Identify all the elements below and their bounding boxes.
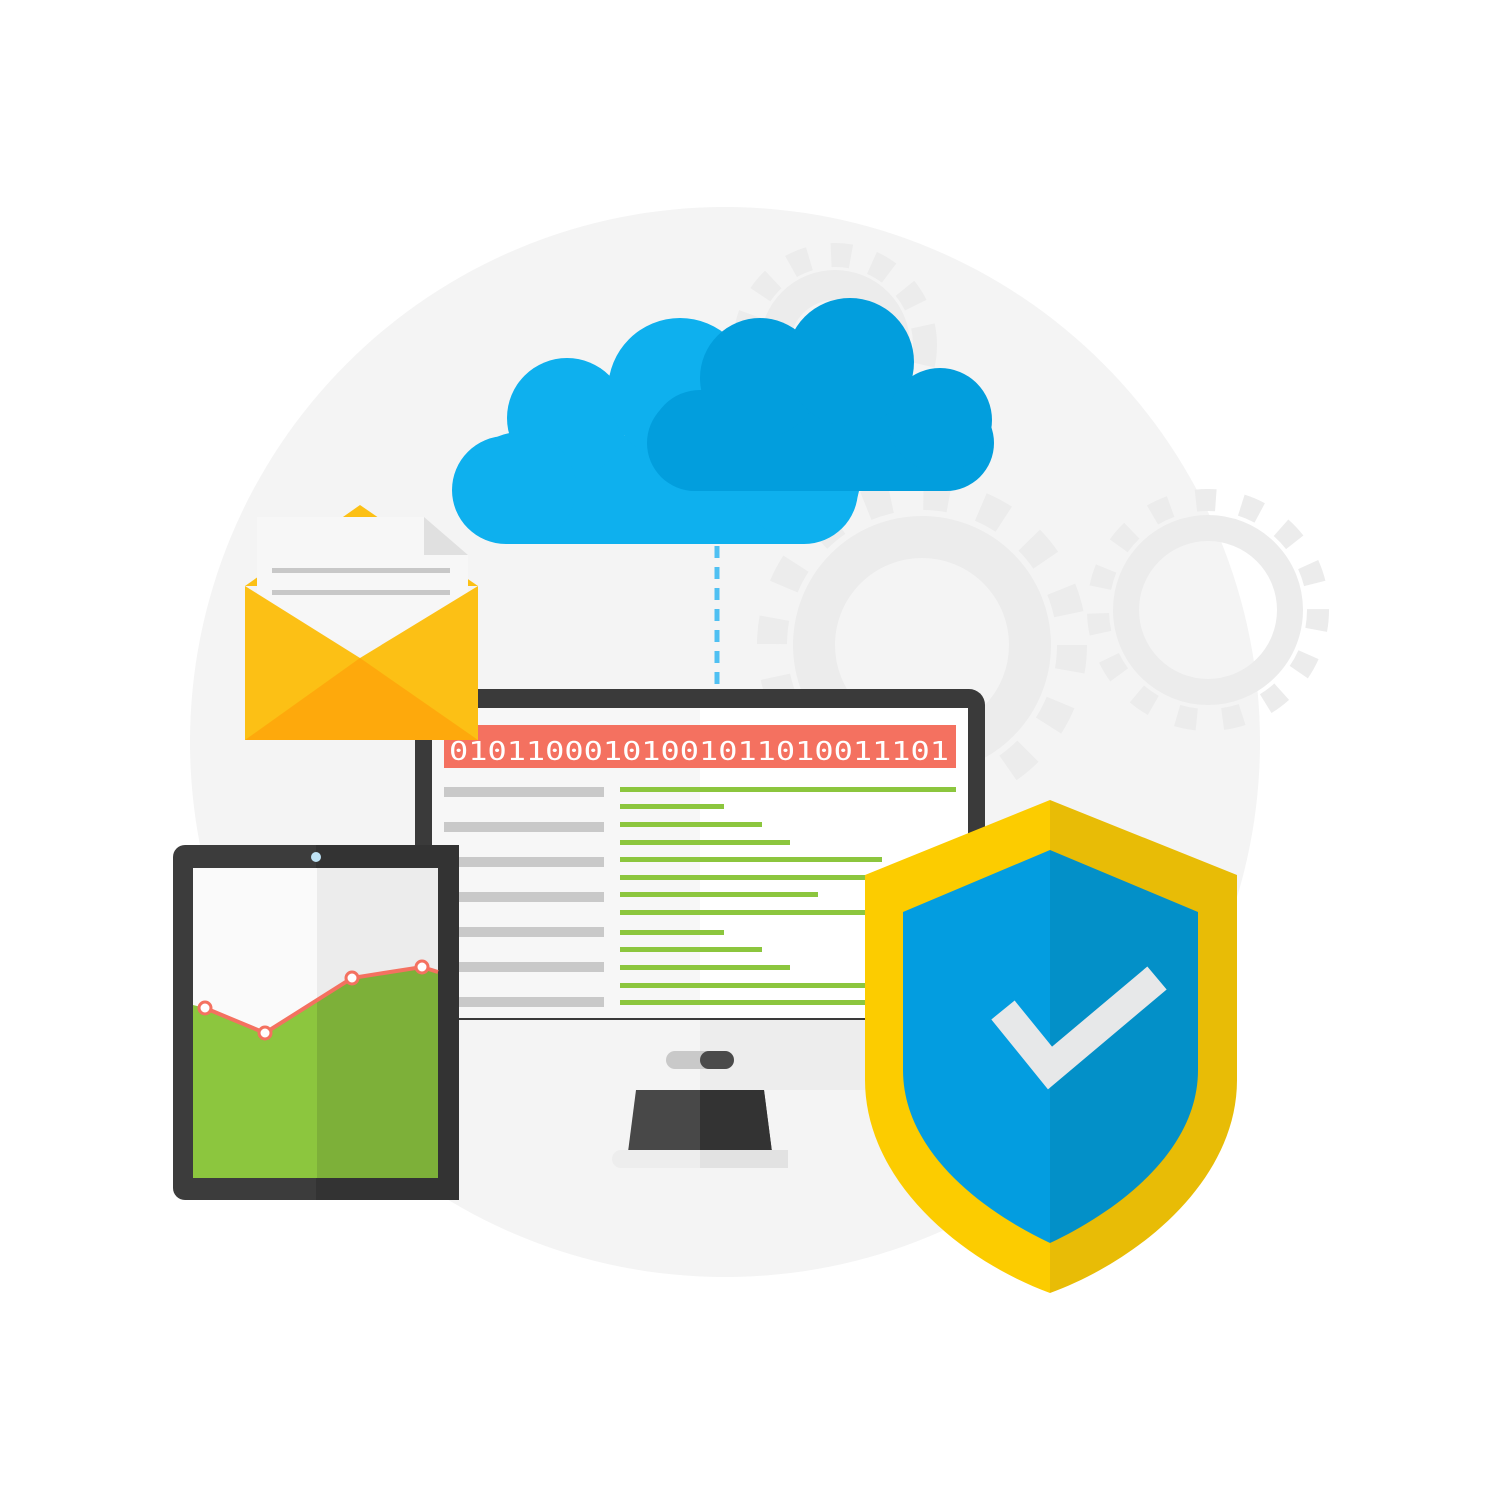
grey-line <box>444 927 604 937</box>
green-line <box>620 892 818 897</box>
gear-icon-right <box>1087 489 1329 731</box>
green-line <box>620 983 870 988</box>
tablet-camera <box>311 852 321 862</box>
monitor-stand-shade <box>700 1090 772 1152</box>
green-line <box>620 857 882 862</box>
green-line <box>620 910 870 915</box>
cloud-icon <box>452 298 994 544</box>
chart-point <box>257 1025 273 1041</box>
green-line <box>620 875 870 880</box>
security-shield-icon <box>865 800 1237 1293</box>
tablet-icon <box>173 845 459 1200</box>
grey-line <box>444 892 604 902</box>
green-line <box>620 930 724 935</box>
letter-paper <box>257 517 468 640</box>
green-line <box>620 840 790 845</box>
grey-line <box>444 822 604 832</box>
paper-line <box>272 590 450 595</box>
monitor-button-dark <box>700 1051 734 1069</box>
binary-bar <box>444 725 956 768</box>
paper-line <box>272 568 450 573</box>
grey-line <box>444 997 604 1007</box>
green-line <box>620 965 790 970</box>
chart-point <box>197 1000 213 1016</box>
chart-area-right <box>317 967 438 1178</box>
green-line <box>620 822 762 827</box>
cloud-front <box>647 298 994 491</box>
chart-area-left <box>193 1000 317 1178</box>
green-line <box>620 947 762 952</box>
shield-inner-right <box>1050 850 1198 1243</box>
chart-point <box>414 959 430 975</box>
checkmark-icon <box>991 966 1167 1090</box>
monitor-base-shade <box>700 1150 788 1168</box>
envelope-icon <box>245 505 478 740</box>
chart-point <box>344 970 360 986</box>
green-line-list <box>620 787 956 1005</box>
shield-inner-left <box>903 850 1050 1243</box>
green-line <box>620 804 724 809</box>
green-line <box>620 787 956 792</box>
green-line <box>620 1000 870 1005</box>
envelope-bottom-flap <box>245 658 478 740</box>
grey-line-list <box>444 787 604 1007</box>
grey-line <box>444 857 604 867</box>
grey-line <box>444 962 604 972</box>
grey-line <box>444 787 604 797</box>
binary-code-text: 01011000101001011010011101 <box>449 737 949 767</box>
tablet-area-chart <box>193 959 439 1178</box>
